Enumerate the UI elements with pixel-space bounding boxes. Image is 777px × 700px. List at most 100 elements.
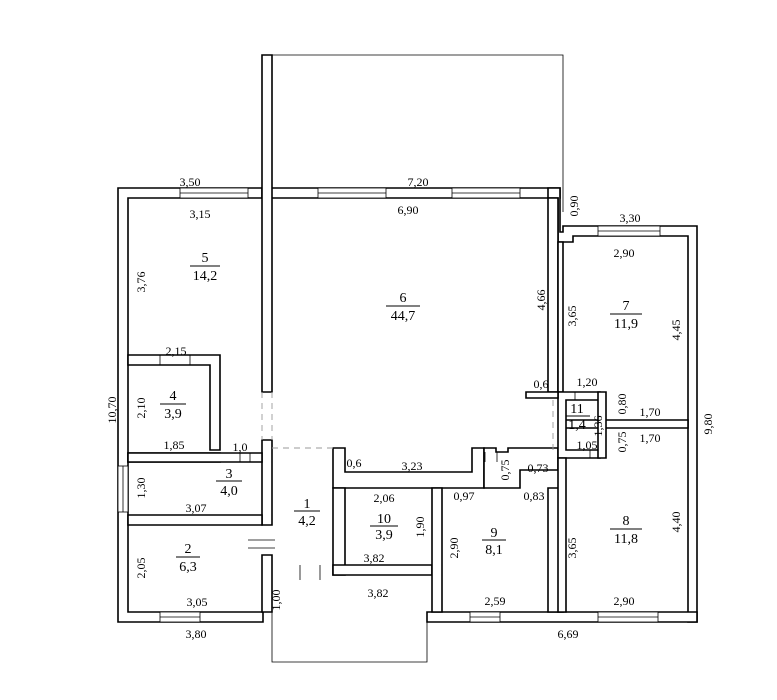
- dimension: 2,90: [614, 246, 635, 260]
- dimension: 0,75: [615, 432, 629, 453]
- window: [317, 187, 387, 199]
- window: [469, 611, 501, 623]
- dimension: 3,30: [620, 211, 641, 225]
- window: [179, 187, 249, 199]
- dimension: 3,23: [402, 459, 423, 473]
- room-label-1: 1 4,2: [294, 497, 320, 529]
- dimension: 0,6: [347, 456, 362, 470]
- dimension: 0,73: [528, 461, 549, 475]
- room-number: 7: [623, 299, 630, 314]
- dimension: 1,0: [233, 440, 248, 454]
- dimension: 2,15: [166, 344, 187, 358]
- dimension: 1,20: [577, 375, 598, 389]
- wall-room8-left: [557, 457, 567, 613]
- room-area: 1,4: [568, 418, 586, 433]
- room-number: 1: [304, 497, 311, 512]
- room-label-2: 2 6,3: [176, 542, 200, 575]
- dimension: 4,66: [534, 290, 548, 311]
- room-label-5: 5 14,2: [190, 251, 220, 284]
- wall-room2-right: [261, 554, 273, 613]
- ledge: [525, 391, 559, 399]
- dimension: 6,90: [398, 203, 419, 217]
- window: [597, 225, 661, 237]
- dimension: 3,07: [186, 501, 207, 515]
- window: [451, 187, 521, 199]
- door-marks: [159, 355, 591, 580]
- dimension: 3,82: [368, 586, 389, 600]
- wall-room3-bottom: [127, 514, 263, 526]
- room-number: 10: [377, 512, 391, 527]
- dimension: 0,83: [524, 489, 545, 503]
- room-area: 3,9: [164, 407, 182, 422]
- room-number: 6: [400, 291, 407, 306]
- room-label-3: 3 4,0: [216, 467, 242, 499]
- room-area: 3,9: [375, 528, 393, 543]
- dimension: 0,90: [567, 196, 581, 217]
- dimension: 2,90: [614, 594, 635, 608]
- wall-room9-left: [431, 487, 443, 613]
- dimension: 4,40: [669, 512, 683, 533]
- room-area: 8,1: [485, 543, 503, 558]
- wall-room5-bottom: [127, 354, 221, 451]
- dimension: 1,70: [640, 431, 661, 445]
- dimension: 4,45: [669, 320, 683, 341]
- wall-room10-bottom: [332, 564, 433, 576]
- room6-right-wall: [547, 197, 559, 393]
- dimension: 3,15: [190, 207, 211, 221]
- dimension: 2,06: [374, 491, 395, 505]
- dimension: 2,59: [485, 594, 506, 608]
- dimension: 3,76: [134, 272, 148, 293]
- dimension: 1,70: [640, 405, 661, 419]
- wall-room10-left: [332, 487, 346, 576]
- dimension: 1,30: [134, 478, 148, 499]
- dimension: 0,6: [534, 377, 549, 391]
- dimension: 9,80: [701, 414, 715, 435]
- room-area: 4,2: [298, 514, 316, 529]
- wall-room6-bottom-left: [332, 447, 485, 489]
- room-number: 11: [570, 402, 583, 417]
- dimension: 0,75: [498, 460, 512, 481]
- dimension: 2,10: [134, 398, 148, 419]
- dimension: 3,65: [565, 538, 579, 559]
- dimension: 2,90: [447, 538, 461, 559]
- dimension: 0,97: [454, 489, 475, 503]
- room-area: 6,3: [179, 560, 197, 575]
- wall-room3-top: [127, 452, 263, 463]
- room-label-4: 4 3,9: [160, 389, 186, 422]
- window: [117, 465, 129, 513]
- room-number: 3: [226, 467, 233, 482]
- room-label-8: 8 11,8: [610, 514, 642, 547]
- wall-room11-right: [597, 391, 607, 459]
- room-area: 11,9: [614, 317, 638, 332]
- room-label-7: 7 11,9: [610, 299, 642, 332]
- dimension: 1,90: [413, 517, 427, 538]
- dimension: 3,65: [565, 306, 579, 327]
- porch-outline: [271, 612, 428, 663]
- wall-room7-left: [557, 241, 564, 393]
- room-area: 14,2: [193, 269, 218, 284]
- dimension: 1,00: [269, 590, 283, 611]
- room-label-10: 10 3,9: [370, 512, 398, 543]
- terrace-wall: [261, 54, 273, 393]
- room-number: 9: [491, 526, 498, 541]
- room-area: 4,0: [220, 484, 238, 499]
- dimension: 1,36: [591, 416, 605, 437]
- room-area: 11,8: [614, 532, 638, 547]
- room-area: 44,7: [391, 309, 416, 324]
- dimension: 0,80: [615, 394, 629, 415]
- room-number: 4: [170, 389, 177, 404]
- dimension: 2,05: [134, 558, 148, 579]
- window: [597, 611, 659, 623]
- room-number: 5: [202, 251, 209, 266]
- room-label-11: 11 1,4: [566, 402, 590, 433]
- wall-corridor-right: [261, 439, 273, 526]
- dimension: 10,70: [105, 397, 119, 424]
- room-number: 2: [185, 542, 192, 557]
- dimension: 3,50: [180, 175, 201, 189]
- terrace-outline: [270, 54, 564, 212]
- room-number: 8: [623, 514, 630, 529]
- dimension: 1,05: [577, 438, 598, 452]
- dimension: 3,82: [364, 551, 385, 565]
- window: [159, 611, 201, 623]
